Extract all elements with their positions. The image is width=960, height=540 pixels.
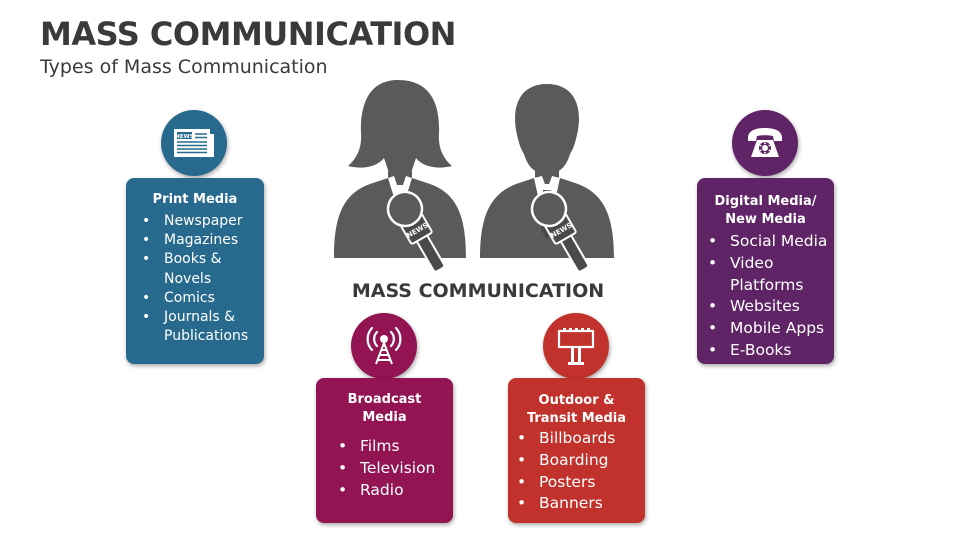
outdoor-media-list: Billboards Boarding Posters Banners [517,428,645,515]
center-label: MASS COMMUNICATION [351,280,605,302]
page-title: MASS COMMUNICATION [40,15,456,53]
broadcast-media-icon-circle [351,313,417,379]
outdoor-media-icon-circle [543,313,609,379]
broadcast-media-card: Broadcast Media Films Television Radio [316,378,453,523]
list-item: Boarding [517,450,645,472]
list-item: Magazines [142,231,264,250]
list-item: Video Platforms [708,253,834,297]
list-item: Posters [517,472,645,494]
list-item: Television [338,457,453,479]
broadcast-tower-icon [366,326,402,365]
digital-media-card: Digital Media/ New Media Social Media Vi… [697,178,834,364]
list-item: Banners [517,493,645,515]
list-item: E-Books [708,340,834,362]
digital-media-icon-circle [732,110,798,176]
telephone-icon [748,128,782,157]
print-media-icon-circle: NEWS [161,110,227,176]
print-media-card: Print Media Newspaper Magazines Books & … [126,178,264,364]
digital-media-list: Social Media Video Platforms Websites Mo… [708,231,834,362]
list-item: Mobile Apps [708,318,834,340]
newspaper-icon: NEWS [174,129,214,157]
svg-text:NEWS: NEWS [175,134,193,140]
list-item: Billboards [517,428,645,450]
news-reporter-silhouette-icon: NEWS NEWS [334,80,614,273]
billboard-icon [557,328,595,365]
print-media-list: Newspaper Magazines Books & Novels Comic… [142,212,264,346]
outdoor-media-card: Outdoor & Transit Media Billboards Board… [508,378,645,523]
list-item: Radio [338,479,453,501]
list-item: Newspaper [142,212,264,231]
broadcast-media-title: Broadcast Media [347,392,422,425]
digital-media-title: Digital Media/ New Media [714,194,817,227]
list-item: Films [338,435,453,457]
list-item: Comics [142,289,264,308]
list-item: Books & Novels [142,250,264,288]
list-item: Social Media [708,231,834,253]
print-media-title: Print Media [152,192,238,207]
list-item: Websites [708,296,834,318]
outdoor-media-title: Outdoor & Transit Media [526,393,627,426]
broadcast-media-list: Films Television Radio [338,435,453,501]
page-subtitle: Types of Mass Communication [40,56,328,78]
list-item: Journals & Publications [142,308,264,346]
